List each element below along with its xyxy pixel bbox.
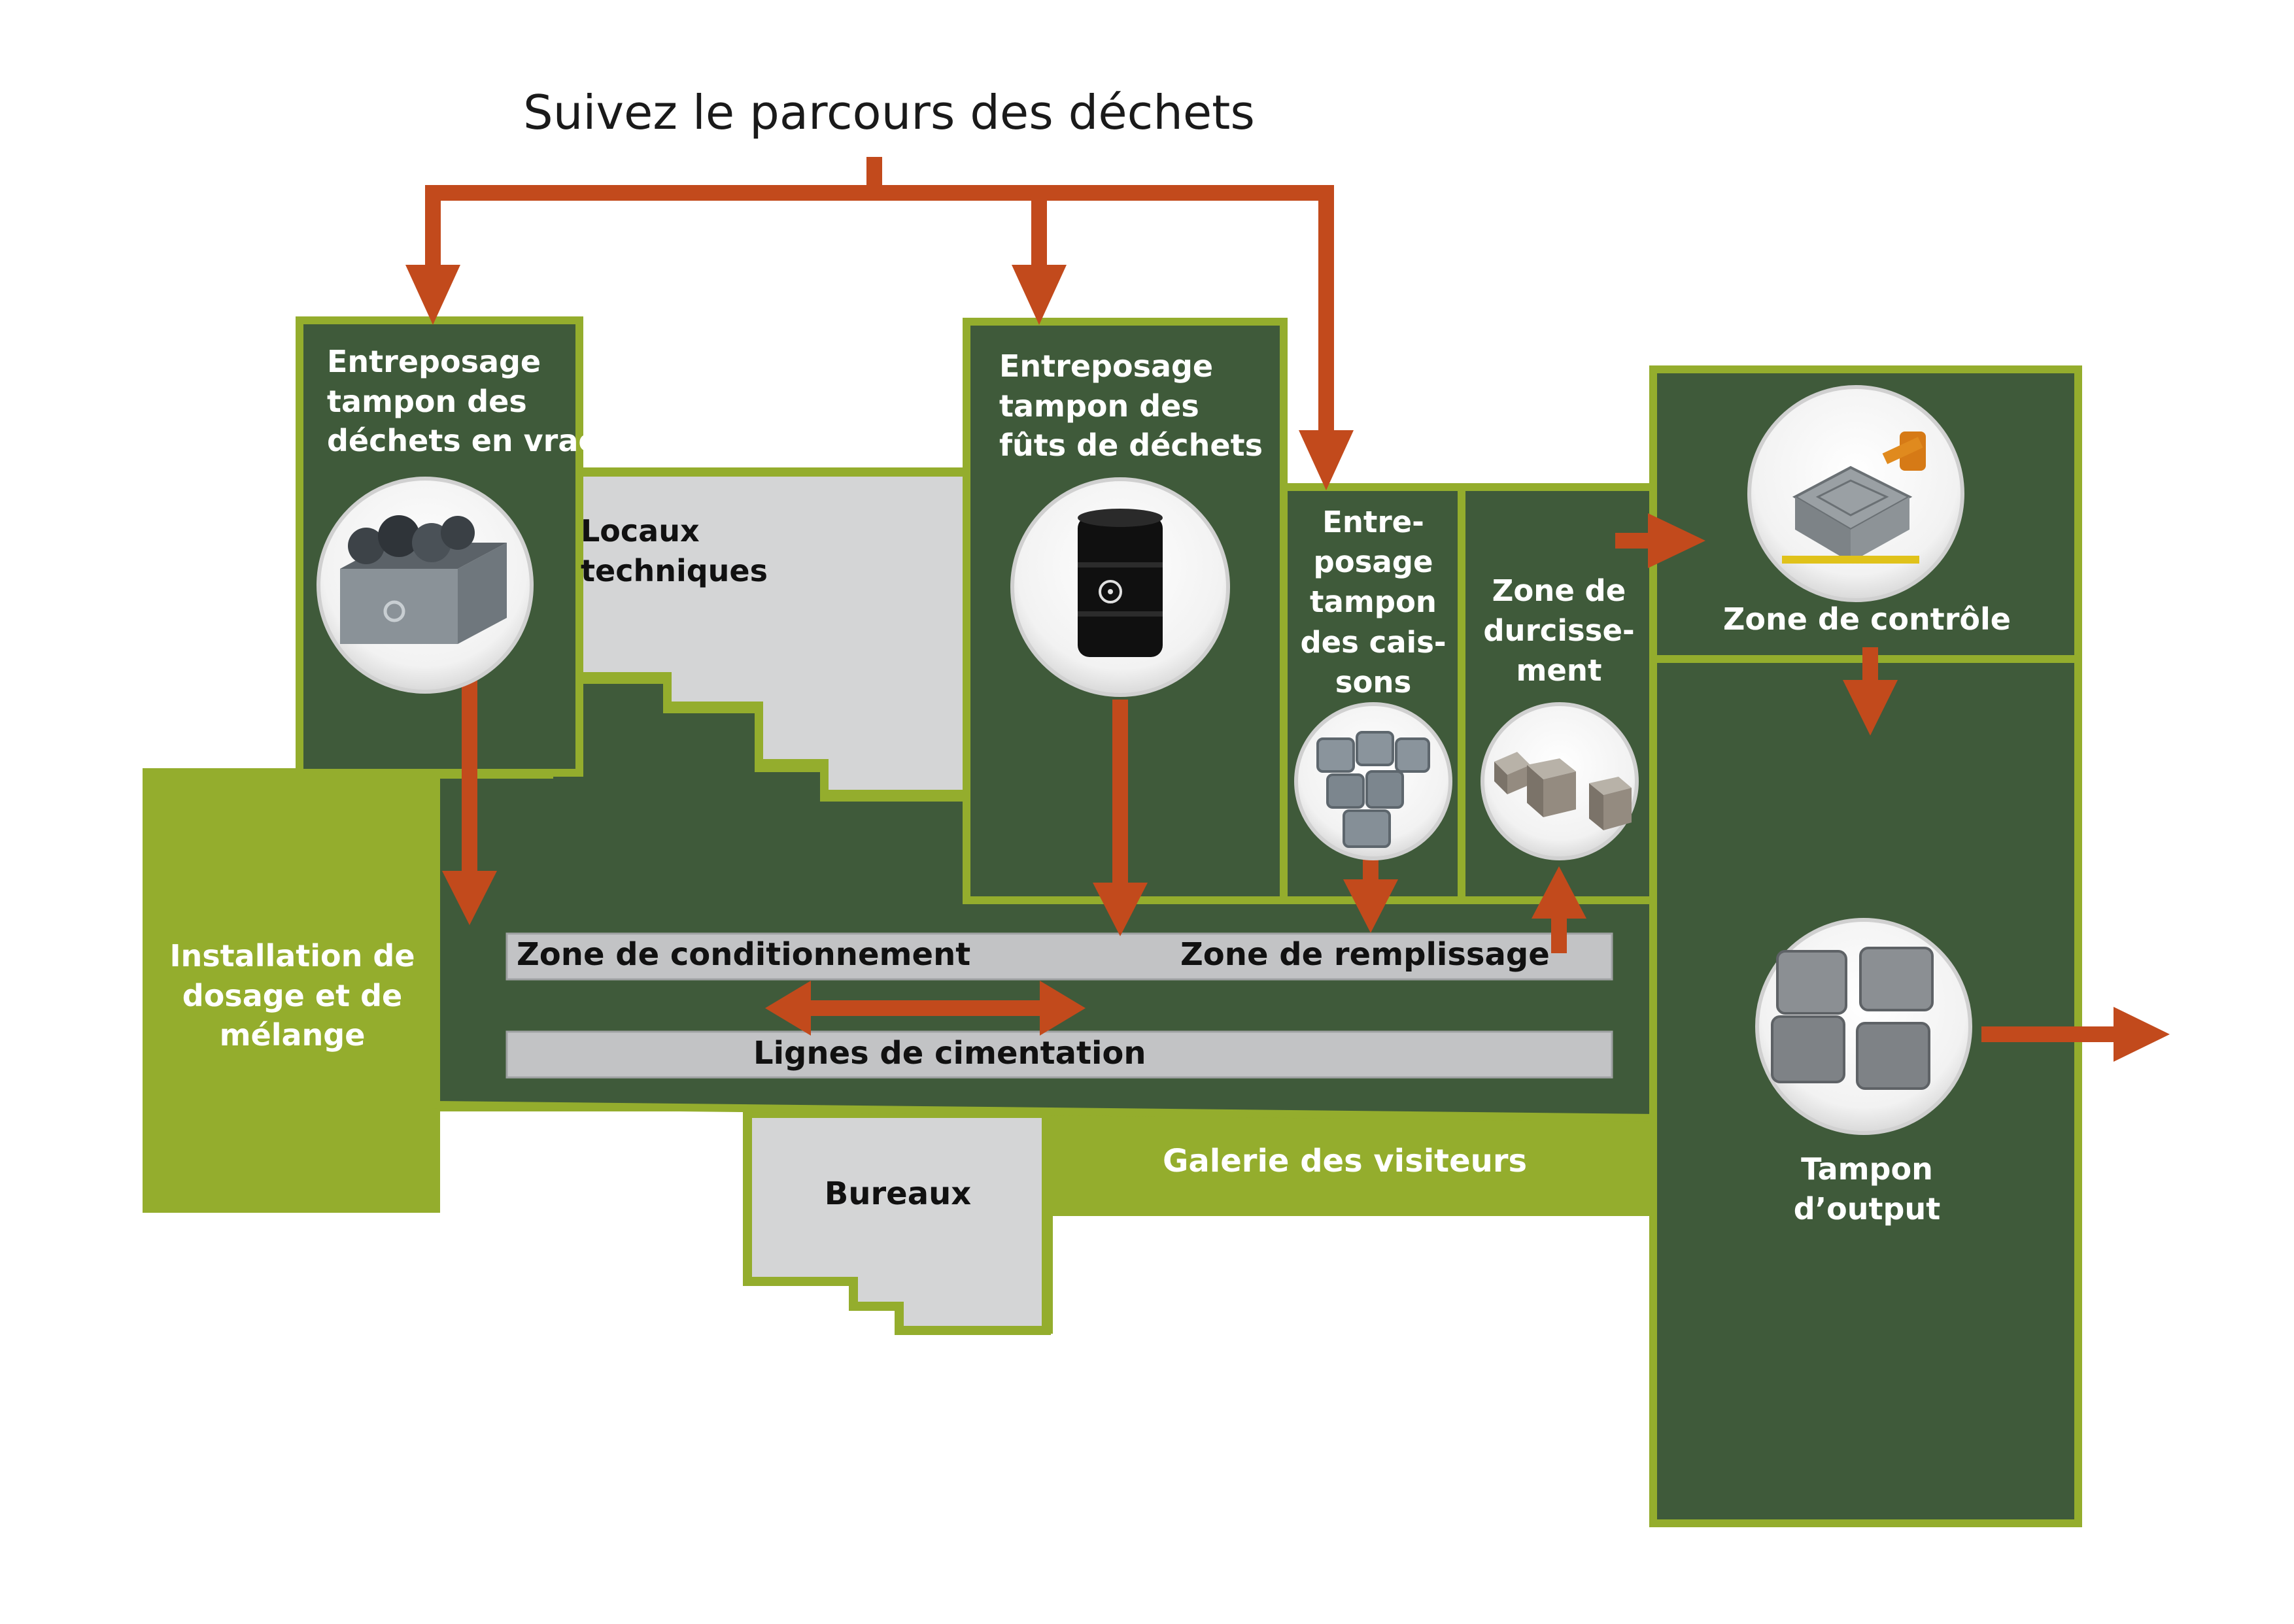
label-filling: Zone de remplissage: [1180, 936, 1550, 973]
label-offices: Bureaux: [824, 1176, 972, 1212]
offices: [743, 1109, 1051, 1335]
dosing-mixing-zone: [143, 768, 440, 1213]
waste-container-icon: [317, 477, 534, 694]
diagram-title: Suivez le parcours des déchets: [523, 85, 1255, 140]
robot-arm-icon: [1747, 385, 1964, 602]
cementation-line-bar: [505, 1030, 1613, 1079]
label-caisson-buffer: Entre- posage tampon des cais- sons: [1300, 505, 1447, 700]
label-drum-buffer: Entreposage tampon des fûts de déchets: [999, 348, 1263, 464]
cement-blocks-icon: [1755, 918, 1972, 1135]
label-bulk-buffer: Entreposage tampon des déchets en vrac: [327, 344, 596, 459]
label-hardening: Zone de durcisse- ment: [1483, 573, 1635, 688]
label-cementation: Lignes de cimentation: [753, 1035, 1146, 1072]
cement-block-icon: [1481, 702, 1639, 860]
conditioning-filling-bar: [505, 932, 1613, 981]
label-output-buffer: Tampon d’output: [1793, 1151, 1941, 1226]
flow-arrows: [405, 157, 2170, 1062]
caisson-stack-icon: [1294, 702, 1452, 860]
label-conditioning: Zone de conditionnement: [517, 936, 971, 973]
label-control: Zone de contrôle: [1723, 601, 2011, 637]
label-visitor-gallery: Galerie des visiteurs: [1163, 1143, 1528, 1179]
radioactive-drum-icon: [1010, 477, 1230, 697]
label-dosing-mixing: Installation de dosage et de mélange: [169, 938, 415, 1053]
label-technical-rooms: Locaux techniques: [581, 513, 768, 588]
